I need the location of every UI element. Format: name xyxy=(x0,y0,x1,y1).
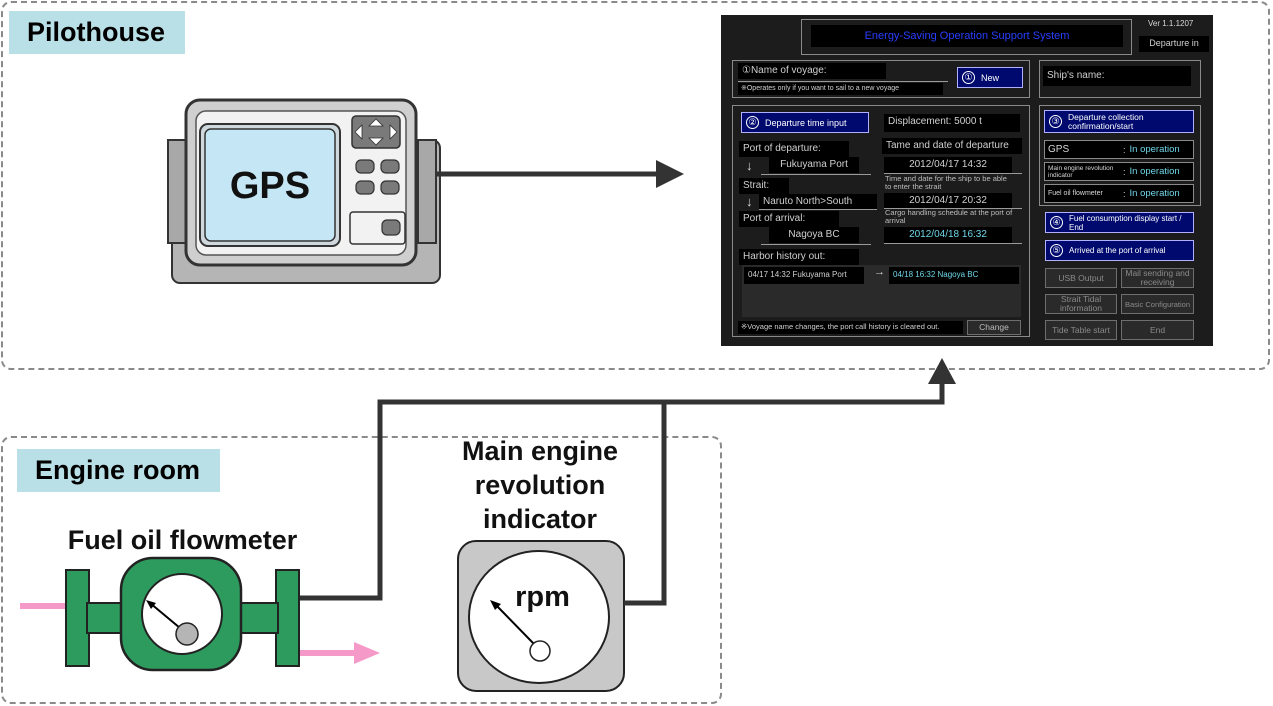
strait-time-note: Time and date for the ship to be able to… xyxy=(885,174,1007,191)
departure-time-input-button[interactable]: ② Departure time input xyxy=(741,112,869,133)
status-device-name: Fuel oil flowmeter xyxy=(1048,190,1103,197)
arrow-down-2: ↓ xyxy=(746,194,753,209)
flowmeter-label: Fuel oil flowmeter xyxy=(67,525,298,555)
departure-datetime-value: 2012/04/17 14:32 xyxy=(884,157,1012,173)
usb-output-button[interactable]: USB Output xyxy=(1045,268,1117,288)
strait-time-value: 2012/04/17 20:32 xyxy=(884,193,1012,208)
departure-collection-label: Departure collection confirmation/start xyxy=(1068,111,1144,131)
fuel-consumption-display-button[interactable]: ④ Fuel consumption display start / End xyxy=(1045,212,1194,233)
step-1-number: ① xyxy=(962,71,975,84)
status-list: GPS : In operation Main engine revolutio… xyxy=(1044,140,1194,203)
departure-collection-button[interactable]: ③ Departure collection confirmation/star… xyxy=(1044,110,1194,133)
gps-to-screen-arrow xyxy=(437,160,684,188)
end-button[interactable]: End xyxy=(1121,320,1194,340)
new-voyage-button[interactable]: ① New xyxy=(957,67,1023,88)
gps-display-text: GPS xyxy=(229,165,311,207)
strait-underline xyxy=(759,209,877,210)
voyage-note: ※Operates only if you want to sail to a … xyxy=(738,83,943,95)
departure-info-panel xyxy=(732,105,1030,337)
new-button-label: New xyxy=(981,72,1000,83)
rpm-label-line-2: revolution xyxy=(474,470,606,500)
pilothouse-label: Pilothouse xyxy=(9,11,186,54)
energy-saving-system-screen: Ver 1.1.1207 Energy-Saving Operation Sup… xyxy=(721,15,1213,346)
voyage-name-label: ①Name of voyage: xyxy=(738,63,886,79)
arrived-at-port-button[interactable]: ⑤ Arrived at the port of arrival xyxy=(1045,240,1194,261)
harbor-history-label: Harbor history out: xyxy=(739,249,859,265)
strait-label: Strait: xyxy=(739,178,789,194)
status-value: In operation xyxy=(1129,166,1180,177)
port-of-arrival-label: Port of arrival: xyxy=(739,211,839,227)
basic-configuration-button[interactable]: Basic Configuration xyxy=(1121,294,1194,314)
system-title: Energy-Saving Operation Support System xyxy=(811,25,1123,47)
departure-time-button-label: Departure time input xyxy=(765,117,847,128)
port-departure-underline xyxy=(761,174,871,175)
port-of-departure-label: Port of departure: xyxy=(739,141,849,157)
mail-button[interactable]: Mail sending and receiving xyxy=(1121,268,1194,288)
engine-room-zone xyxy=(1,436,722,704)
wiring-up-arrow xyxy=(928,358,956,384)
status-row: Fuel oil flowmeter : In operation xyxy=(1044,184,1194,203)
cargo-schedule-note: Cargo handling schedule at the port of a… xyxy=(885,208,1013,225)
strait-time-underline xyxy=(884,208,1022,209)
title-frame xyxy=(801,19,1132,55)
strait-value: Naruto North>South xyxy=(759,194,877,209)
rpm-label-line-1: Main engine xyxy=(461,436,618,466)
strait-tidal-button[interactable]: Strait Tidal information xyxy=(1045,294,1117,314)
engine-room-label: Engine room xyxy=(17,449,221,492)
step-3-number: ③ xyxy=(1049,115,1062,128)
change-button[interactable]: Change xyxy=(967,320,1021,335)
departure-datetime-label: Tame and date of departure xyxy=(882,138,1022,154)
rpm-indicator-icon xyxy=(457,540,625,692)
status-row: GPS : In operation xyxy=(1044,140,1194,159)
status-device-name: GPS xyxy=(1048,144,1070,155)
harbor-history-to: 04/18 16:32 Nagoya BC xyxy=(889,267,1019,284)
status-colon: : xyxy=(1123,166,1126,177)
step-4-number: ④ xyxy=(1050,216,1063,229)
cargo-underline xyxy=(884,243,1022,244)
voyage-name-underline xyxy=(738,81,948,82)
rpm-dial-text: rpm xyxy=(515,581,570,613)
status-value: In operation xyxy=(1129,188,1180,199)
fuel-oil-flowmeter-icon xyxy=(65,556,300,672)
harbor-history-from: 04/17 14:32 Fukuyama Port xyxy=(744,267,864,284)
step-5-number: ⑤ xyxy=(1050,244,1063,257)
ship-name-panel xyxy=(1039,60,1201,98)
version-label: Ver 1.1.1207 xyxy=(1148,19,1194,28)
port-of-arrival-value: Nagoya BC xyxy=(769,227,859,243)
history-clear-note: ※Voyage name changes, the port call hist… xyxy=(738,321,963,334)
arrived-button-label: Arrived at the port of arrival xyxy=(1069,246,1166,255)
displacement-value: Displacement: 5000 t xyxy=(884,114,1020,132)
voyage-name-panel xyxy=(732,60,1030,98)
status-colon: : xyxy=(1123,144,1126,155)
rpm-indicator-label: Main engine revolution indicator xyxy=(425,434,655,536)
cargo-schedule-value: 2012/04/18 16:32 xyxy=(884,227,1012,243)
rpm-label-line-3: indicator xyxy=(482,504,597,534)
signal-wiring xyxy=(300,382,945,606)
arrow-down-1: ↓ xyxy=(746,158,753,173)
status-device-name: Main engine revolution indicator xyxy=(1048,164,1114,179)
port-of-departure-value: Fukuyama Port xyxy=(769,157,859,173)
port-arrival-underline xyxy=(761,244,871,245)
ships-name-field[interactable]: Ship's name: xyxy=(1043,66,1191,86)
status-row: Main engine revolution indicator : In op… xyxy=(1044,162,1194,181)
pilothouse-zone xyxy=(1,1,1270,370)
oil-pipe xyxy=(20,603,380,664)
status-value: In operation xyxy=(1129,144,1180,155)
fuel-display-label: Fuel consumption display start / End xyxy=(1069,213,1182,232)
harbor-history-arrow: → xyxy=(874,266,885,278)
status-colon: : xyxy=(1123,188,1126,199)
departure-collection-panel xyxy=(1039,105,1201,206)
step-2-number: ② xyxy=(746,116,759,129)
departure-datetime-underline xyxy=(884,173,1022,174)
gps-device-icon xyxy=(167,98,441,284)
tide-table-start-button[interactable]: Tide Table start xyxy=(1045,320,1117,340)
mode-indicator: Departure in xyxy=(1139,36,1209,52)
